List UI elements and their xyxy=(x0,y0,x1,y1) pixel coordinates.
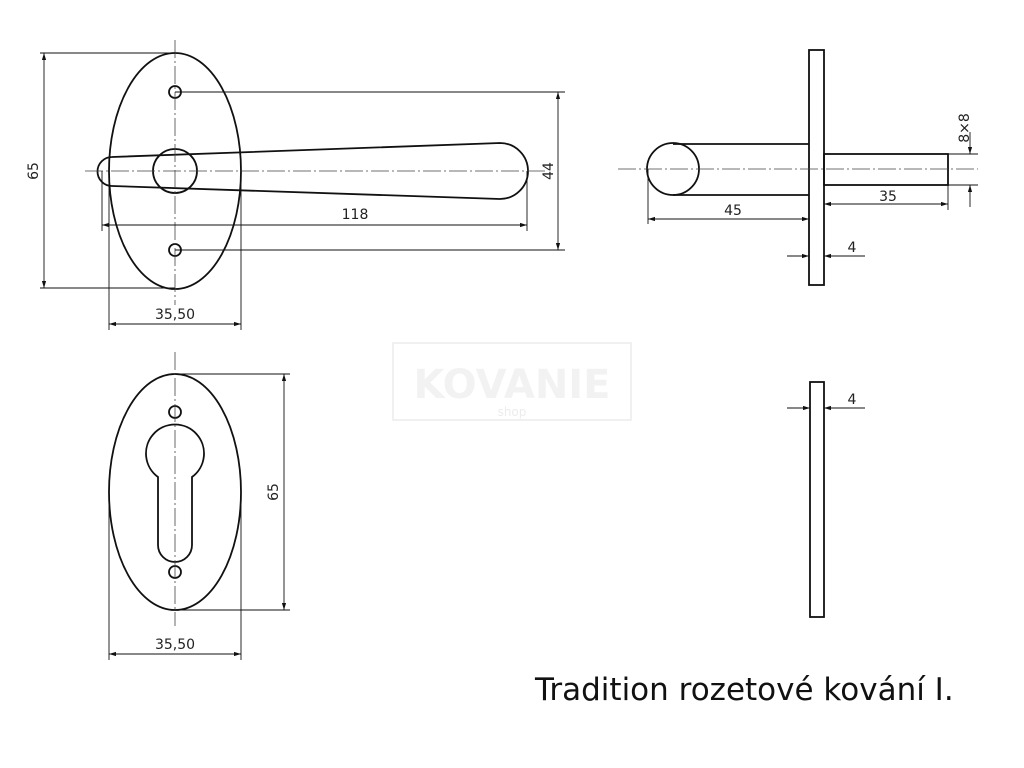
dim-key-rose-height: 65 xyxy=(266,483,282,501)
dim-rose-thickness-bottom: 4 xyxy=(848,392,857,408)
key-rose-plate-side xyxy=(809,381,825,618)
lever-outline xyxy=(96,142,529,200)
handle-side-view: 45 35 8×8 4 xyxy=(618,49,978,286)
dim-lever-height: 44 xyxy=(541,162,557,180)
dim-key-rose-width: 35,50 xyxy=(155,637,195,653)
dim-spindle-size: 8×8 xyxy=(957,113,973,143)
key-rose-side-view: 4 xyxy=(787,381,865,618)
dim-lever-length: 118 xyxy=(342,207,369,223)
dim-rose-thickness-top: 4 xyxy=(848,240,857,256)
spindle xyxy=(823,153,949,186)
watermark-brand: KOVANIE xyxy=(413,362,610,408)
dim-spindle-length: 35 xyxy=(879,189,897,205)
dim-rose-width: 35,50 xyxy=(155,307,195,323)
rose-plate-side xyxy=(808,49,825,286)
watermark-sub: shop xyxy=(498,405,527,419)
watermark: KOVANIE shop xyxy=(392,342,632,421)
drawing-caption: Tradition rozetové kování I. xyxy=(535,672,954,708)
cylinder-keyhole xyxy=(145,423,205,563)
handle-front-view: 65 35,50 118 44 xyxy=(26,40,565,330)
dim-rose-height: 65 xyxy=(26,162,42,180)
key-rose-front-view: 65 35,50 xyxy=(108,352,290,660)
dim-lever-depth: 45 xyxy=(724,203,742,219)
